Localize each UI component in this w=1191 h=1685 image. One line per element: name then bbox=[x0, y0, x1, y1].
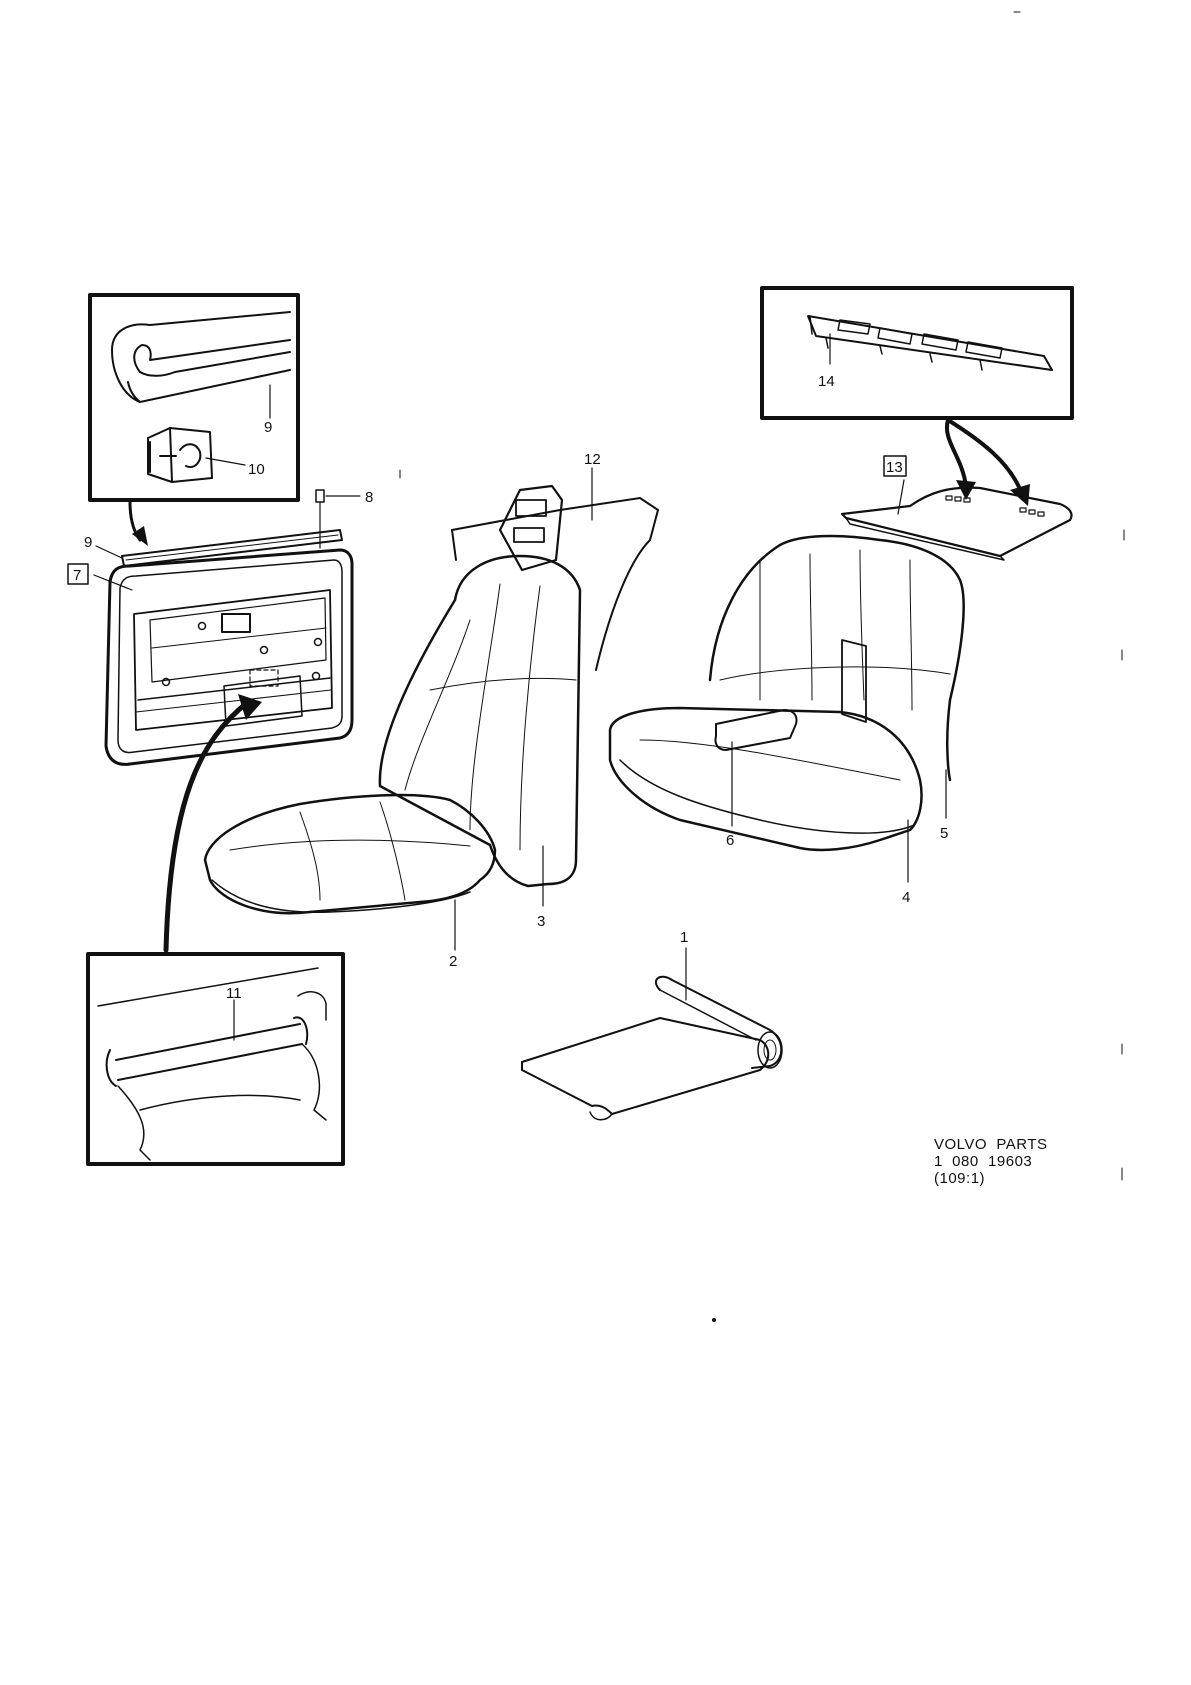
arrow-inset-to-strip bbox=[128, 500, 148, 546]
callout-5: 5 bbox=[940, 825, 948, 842]
carpet-roll: 1 bbox=[521, 929, 783, 1121]
parcel-shelf: 13 bbox=[840, 455, 1073, 561]
callout-10: 10 bbox=[248, 461, 265, 478]
seal-strip-detail bbox=[111, 311, 291, 403]
callout-14: 14 bbox=[818, 373, 835, 390]
callout-9-detail: 9 bbox=[264, 419, 272, 436]
detail-inset-speaker-grille: 14 bbox=[760, 286, 1074, 420]
callout-13-box bbox=[883, 455, 907, 477]
callout-7: 7 bbox=[73, 567, 81, 584]
door-trim-panel: 9 8 7 bbox=[67, 489, 373, 766]
rear-seat: 6 4 5 bbox=[608, 534, 965, 906]
parts-caption: VOLVO PARTS 1 080 19603 (109:1) bbox=[934, 1136, 1048, 1187]
callout-12: 12 bbox=[584, 451, 601, 468]
callout-3: 3 bbox=[537, 913, 545, 930]
callout-1: 1 bbox=[680, 929, 688, 946]
callout-11: 11 bbox=[226, 985, 242, 1002]
caption-line-2: 1 080 19603 bbox=[934, 1153, 1033, 1170]
callout-6: 6 bbox=[726, 832, 734, 849]
caption-line-3: (109:1) bbox=[934, 1170, 986, 1187]
callout-13: 13 bbox=[886, 459, 903, 476]
arrow-pocket-to-detail bbox=[163, 694, 262, 953]
callout-4: 4 bbox=[902, 889, 910, 906]
arrows-inset-to-shelf bbox=[944, 418, 1030, 506]
screw bbox=[315, 489, 361, 549]
callout-9-main: 9 bbox=[84, 534, 92, 551]
scan-marks bbox=[399, 11, 1125, 1322]
callout-8: 8 bbox=[365, 489, 373, 506]
caption-line-1: VOLVO PARTS bbox=[934, 1136, 1048, 1153]
callout-2: 2 bbox=[449, 953, 457, 970]
front-seat: 12 2 3 bbox=[203, 451, 659, 970]
leader-13 bbox=[897, 479, 905, 515]
callout-7-box bbox=[67, 563, 89, 585]
leader-10 bbox=[205, 457, 246, 466]
detail-inset-rod: 11 bbox=[86, 952, 345, 1166]
leader-9-main bbox=[95, 545, 123, 559]
detail-inset-seal-clip: 9 10 bbox=[88, 293, 300, 502]
clip-detail bbox=[147, 427, 213, 483]
leader-7 bbox=[93, 574, 133, 591]
